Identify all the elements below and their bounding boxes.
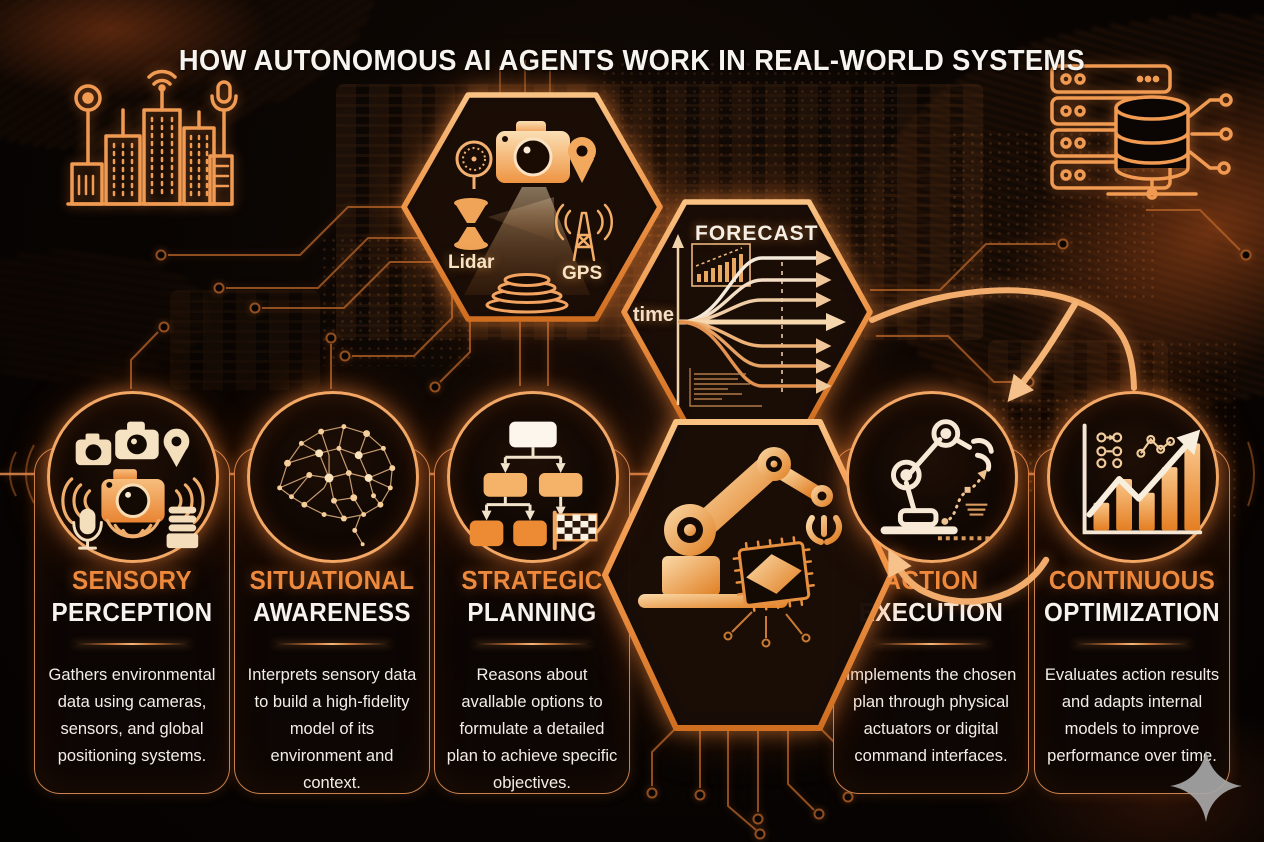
stage-title-line2: AWARENESS — [253, 597, 411, 627]
stage-title-line1: SENSORY — [72, 565, 192, 595]
camera-icon — [496, 121, 570, 183]
stage-title-line2: PLANNING — [467, 597, 597, 627]
stage-title-line1: CONTINUOUS — [1048, 565, 1216, 595]
flowchart-leaf-box — [513, 520, 547, 547]
stage-description: Interprets sensory data to build a high-… — [247, 666, 417, 792]
stage-title-line1: SITUATIONAL — [249, 565, 415, 595]
sparkle-watermark-icon — [1168, 748, 1244, 829]
chip-traces — [723, 611, 811, 648]
title-divider — [473, 643, 591, 645]
time-axis-label: time — [632, 304, 674, 326]
checkered-flag-icon — [552, 510, 598, 551]
gauge-icon — [455, 140, 493, 189]
dotted-row — [937, 536, 990, 541]
stage-title: STRATEGIC PLANNING — [442, 564, 622, 628]
scatter-glyph — [1096, 432, 1176, 469]
ai-chip-icon — [732, 536, 815, 612]
title-divider — [872, 643, 990, 645]
medium-camera-icon — [115, 421, 159, 460]
robot-arm-chip-illustration — [638, 447, 842, 648]
stage-title-line1: STRATEGIC — [461, 565, 603, 595]
sensor-hub-content: Lidar GPS — [404, 95, 660, 319]
stage-description: Gathers environmental data using cameras… — [48, 666, 216, 765]
stage-title: CONTINUOUS OPTIMIZATION — [1042, 564, 1222, 628]
stage-description: Reasons about avallable options to formu… — [446, 666, 618, 792]
flowchart-root-box — [509, 421, 557, 448]
stage-title: SITUATIONAL AWARENESS — [242, 564, 422, 628]
stage-title: SENSORY PERCEPTION — [42, 564, 222, 628]
flowchart-branch-box — [538, 473, 583, 497]
location-pin-icon — [568, 137, 596, 183]
camera-sensors-icon — [47, 391, 219, 563]
decision-flowchart-icon — [447, 391, 619, 563]
sensor-hub-illustration — [454, 121, 613, 314]
stage-title-line2: OPTIMIZATION — [1044, 597, 1220, 627]
microphone-icon — [72, 508, 103, 550]
arrow-forecast-to-action — [1007, 300, 1079, 403]
smart-city-skyline-icon — [62, 58, 238, 215]
data-code-texture — [170, 290, 320, 390]
lidar-device-icon — [454, 198, 488, 250]
chart-bars — [1093, 443, 1201, 531]
trend-arrow — [1086, 429, 1201, 518]
forecast-content: FORECAST time — [630, 200, 865, 425]
small-camera-icon — [75, 433, 112, 466]
robot-chip-content — [610, 428, 886, 722]
server-database-icon — [1044, 56, 1234, 211]
flowchart-leaf-box — [469, 520, 504, 547]
gps-label: GPS — [562, 263, 603, 284]
brain-mesh-lines — [279, 425, 393, 545]
flowchart-connectors — [481, 447, 566, 521]
robot-arm-icon — [846, 391, 1018, 563]
title-divider — [1073, 643, 1191, 645]
mini-table-inset — [689, 368, 762, 407]
arrow-forecast-to-optimization — [869, 287, 1137, 391]
sound-wave-arcs — [61, 477, 205, 539]
title-divider — [73, 643, 191, 645]
page-title: HOW AUTONOMOUS AI AGENTS WORK IN REAL-WO… — [178, 45, 1086, 78]
stage-description: Evaluates action results and adapts inte… — [1044, 666, 1220, 765]
wave-texture-left — [0, 250, 210, 380]
forecast-title: FORECAST — [695, 222, 819, 245]
sensor-stack-icon — [166, 506, 199, 549]
main-camera-icon — [101, 469, 165, 523]
path-plan-glyph — [941, 469, 988, 525]
growth-chart-icon — [1047, 391, 1219, 563]
mini-bar-chart-inset — [691, 243, 751, 287]
location-pin-icon — [163, 428, 190, 468]
stage-title-line2: PERCEPTION — [51, 597, 213, 627]
title-divider — [273, 643, 391, 645]
chart-axes — [1082, 423, 1203, 535]
flowchart-branch-box — [483, 473, 528, 497]
lidar-label: Lidar — [448, 252, 495, 273]
neural-network-brain-icon — [247, 391, 419, 563]
